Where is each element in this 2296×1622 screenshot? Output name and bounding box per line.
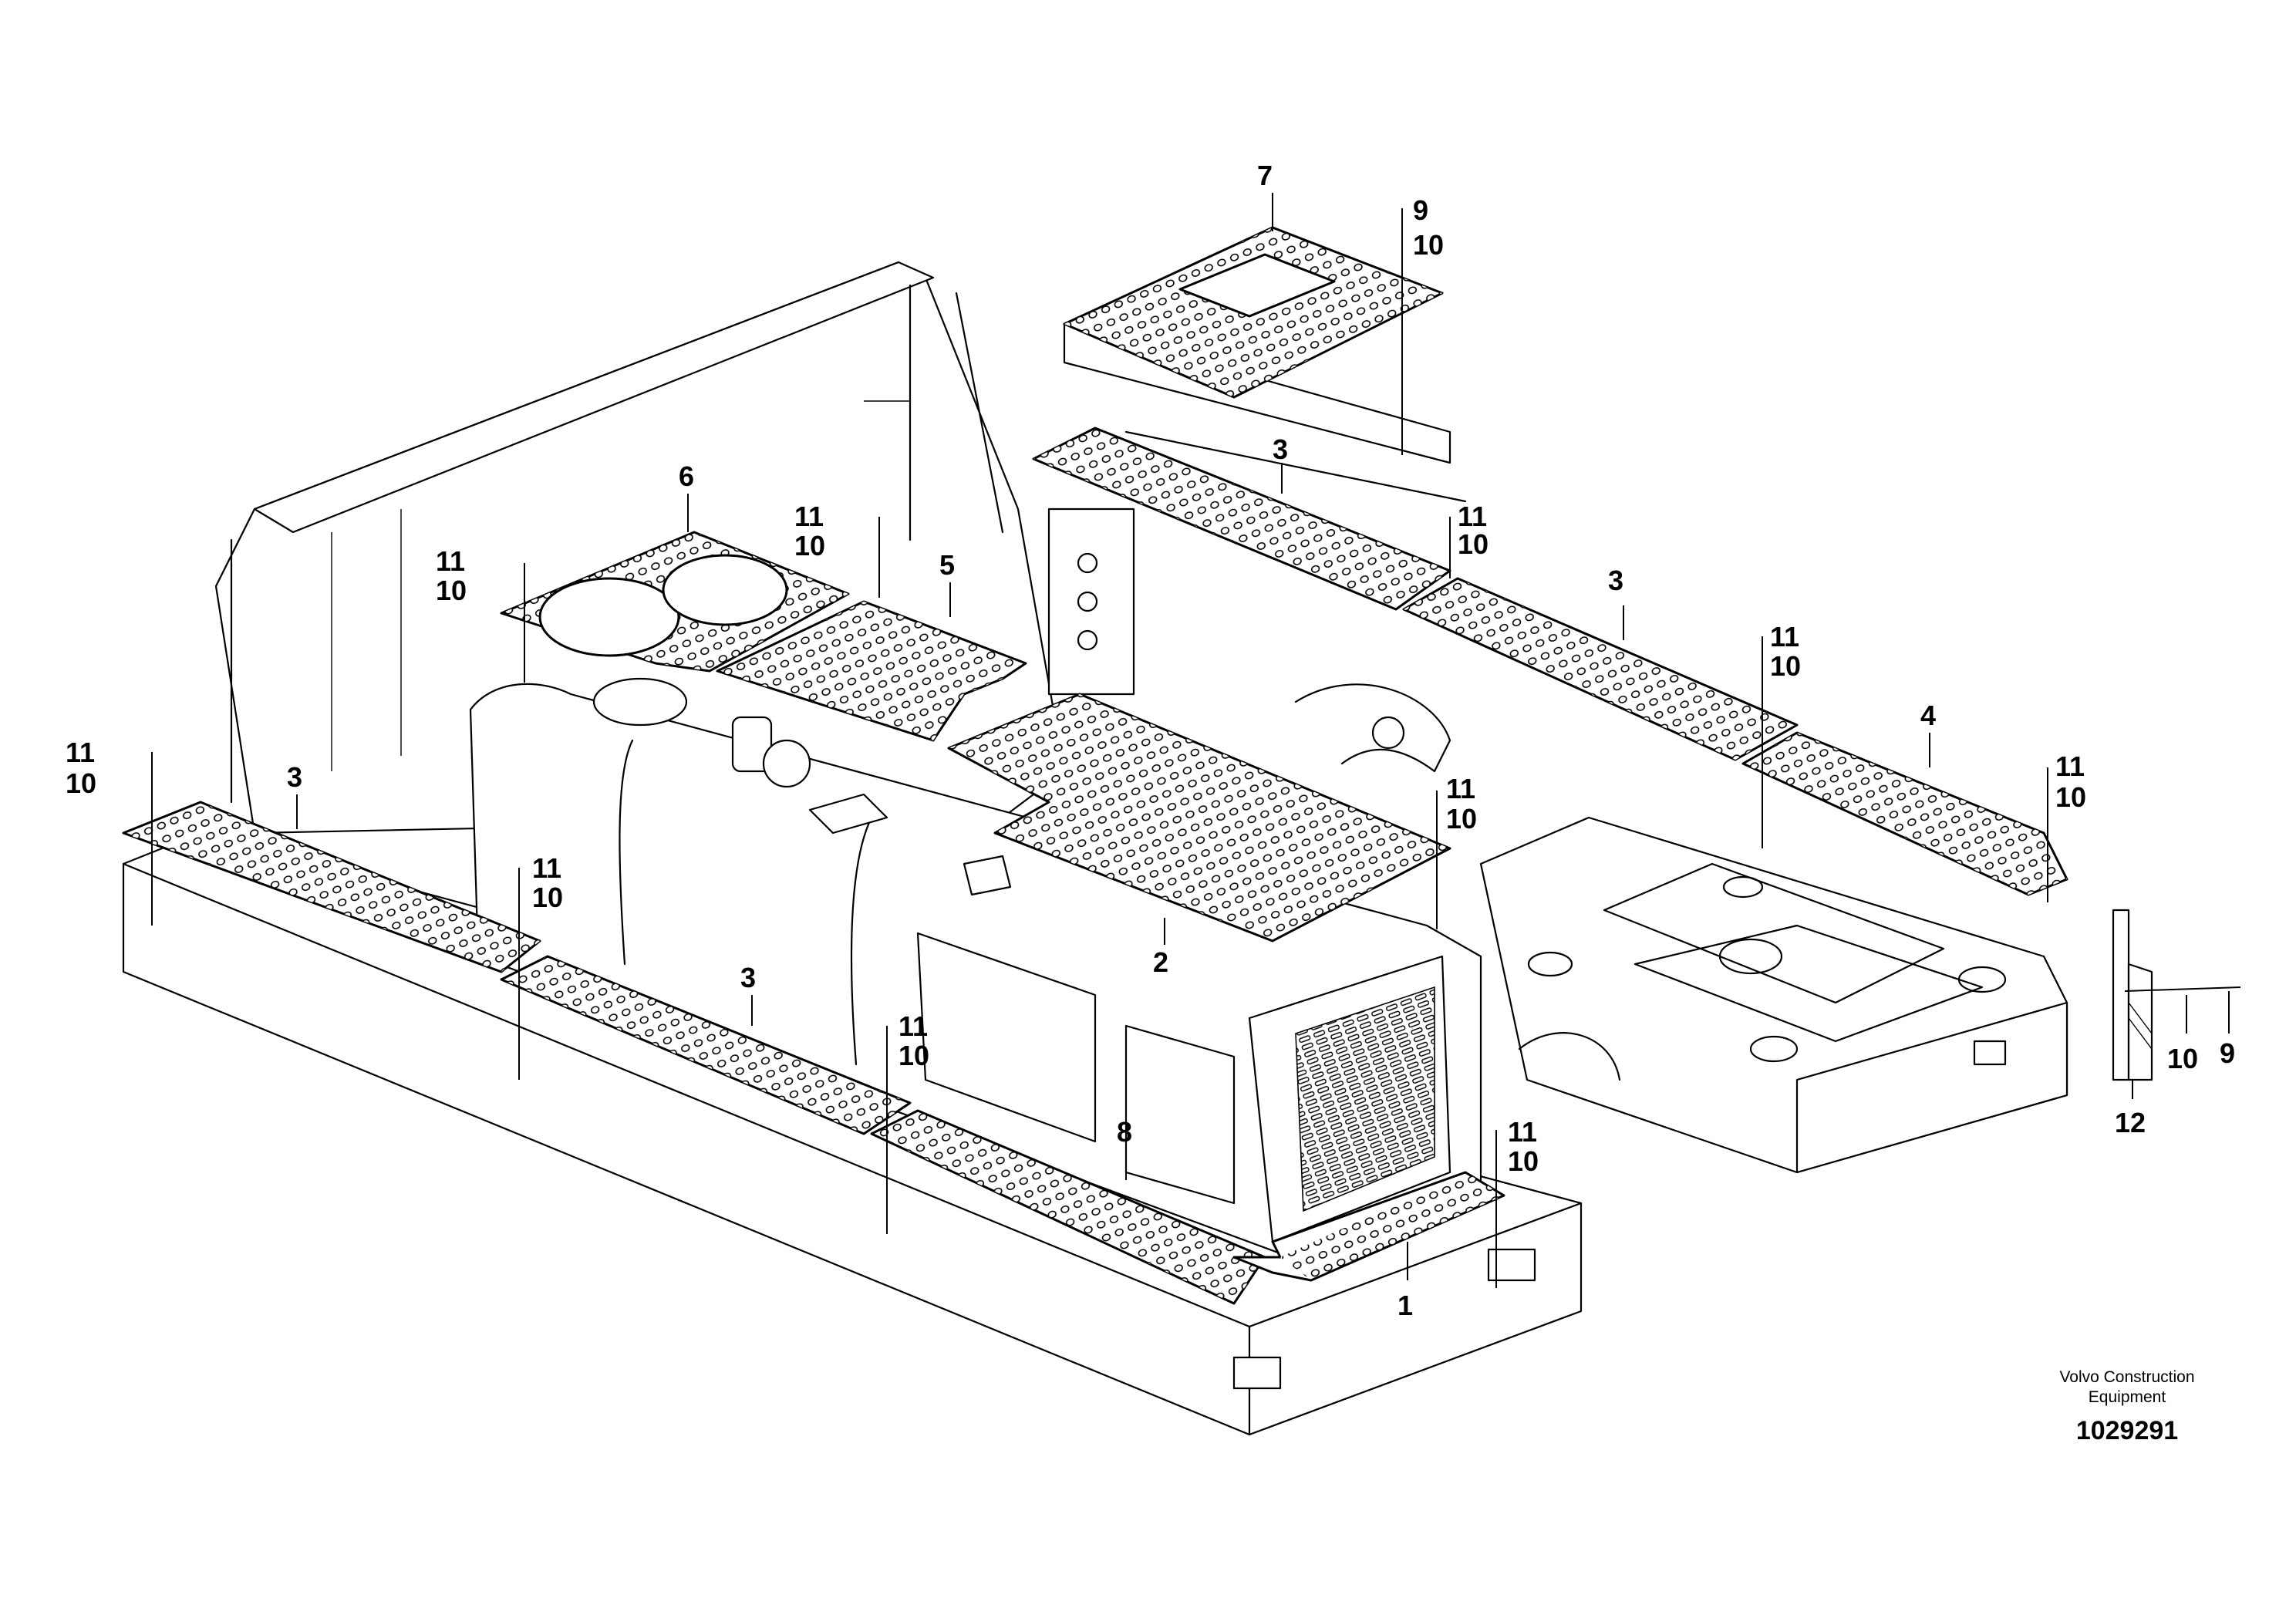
callout-11: 11 [532, 852, 561, 884]
callout-11: 11 [2055, 750, 2085, 782]
callout-10: 10 [1508, 1145, 1539, 1177]
engine-hood [469, 677, 1482, 1266]
callout-10: 10 [2167, 1043, 2198, 1074]
panel-3-right-middle [1402, 577, 1799, 761]
callout-11: 11 [66, 737, 95, 768]
panel-2 [947, 693, 1451, 943]
callout-1: 1 [1397, 1290, 1413, 1321]
callout-10: 10 [1770, 650, 1801, 682]
bracket-12 [2112, 909, 2153, 1081]
callout-9: 9 [1413, 194, 1428, 226]
brand-line-2: Equipment [2089, 1388, 2166, 1406]
callout-10: 10 [1458, 528, 1489, 560]
callout-12: 12 [2115, 1107, 2146, 1138]
fastener-leaders [151, 208, 2241, 1288]
callout-10: 10 [1446, 803, 1477, 835]
callout-9: 9 [2220, 1037, 2235, 1069]
callout-labels: 7 9 10 3 11 10 3 11 10 4 11 10 6 11 10 1… [66, 160, 2235, 1321]
fuel-cap [592, 677, 688, 727]
callout-8: 8 [1117, 1116, 1132, 1148]
callout-7: 7 [1257, 160, 1273, 191]
brand-line-1: Volvo Construction [2059, 1368, 2194, 1386]
panel-6 [500, 531, 850, 673]
callout-11: 11 [1446, 773, 1475, 804]
callout-10: 10 [436, 575, 467, 606]
callout-2: 2 [1153, 946, 1168, 978]
callout-11: 11 [794, 501, 824, 532]
callout-11: 11 [1458, 501, 1487, 532]
panel-3-left-upper [122, 801, 541, 973]
callout-leaders [296, 193, 2230, 1280]
mount-pad [1232, 1356, 1282, 1390]
callout-4: 4 [1920, 700, 1936, 731]
callout-10: 10 [899, 1040, 929, 1071]
panel-7 [1063, 226, 1444, 399]
right-frame [1294, 683, 2068, 1174]
side-panel [916, 932, 1097, 1143]
valve-block [1047, 508, 1135, 696]
callout-11: 11 [1770, 621, 1799, 653]
panel-5 [716, 600, 1027, 742]
panel-3-left-lower [500, 955, 912, 1135]
callout-3: 3 [287, 761, 302, 793]
document-number: 1029291 [2076, 1416, 2178, 1445]
callout-10: 10 [794, 530, 825, 561]
callout-10: 10 [2055, 781, 2086, 813]
callout-11: 11 [1508, 1116, 1537, 1148]
callout-10: 10 [532, 882, 563, 913]
title-block: Volvo Construction Equipment 1029291 [2059, 1368, 2194, 1445]
callout-10: 10 [1413, 229, 1444, 261]
callout-11: 11 [899, 1010, 928, 1042]
callout-3: 3 [1608, 565, 1623, 596]
callout-3: 3 [1273, 433, 1288, 465]
callout-5: 5 [939, 549, 955, 581]
panel-1 [1232, 1171, 1505, 1282]
callout-10: 10 [66, 767, 96, 799]
callout-11: 11 [436, 545, 465, 577]
panel-4 [1741, 731, 2068, 896]
callout-3: 3 [740, 962, 756, 993]
callout-6: 6 [679, 460, 694, 492]
